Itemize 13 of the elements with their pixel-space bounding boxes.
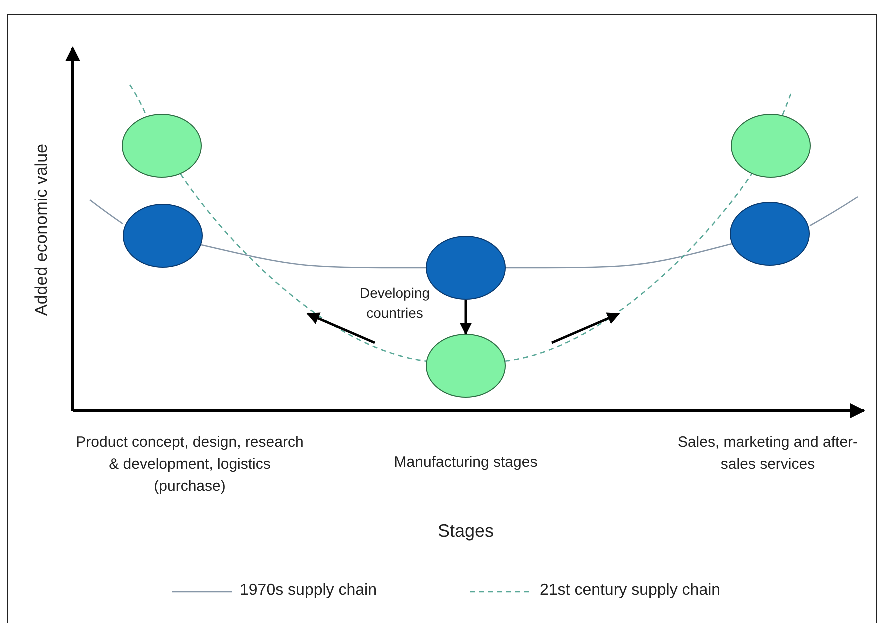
legend-label: 21st century supply chain (540, 582, 721, 600)
curve-line (201, 244, 426, 269)
axis-label: Stages (436, 520, 496, 543)
curve-line (506, 243, 732, 269)
axis-label: Added economic value (32, 144, 52, 316)
legend-label: 1970s supply chain (240, 582, 377, 600)
stage-label: Sales, marketing and after-sales services (676, 433, 860, 475)
curve-line (505, 174, 752, 362)
curve-line (180, 174, 427, 362)
stage-label: Manufacturing stages (393, 453, 539, 473)
stage-label: Developing countries (358, 284, 432, 324)
arrow (460, 300, 472, 336)
stage-label: Product concept, design, research & development, logistics (purchase) (75, 433, 305, 496)
